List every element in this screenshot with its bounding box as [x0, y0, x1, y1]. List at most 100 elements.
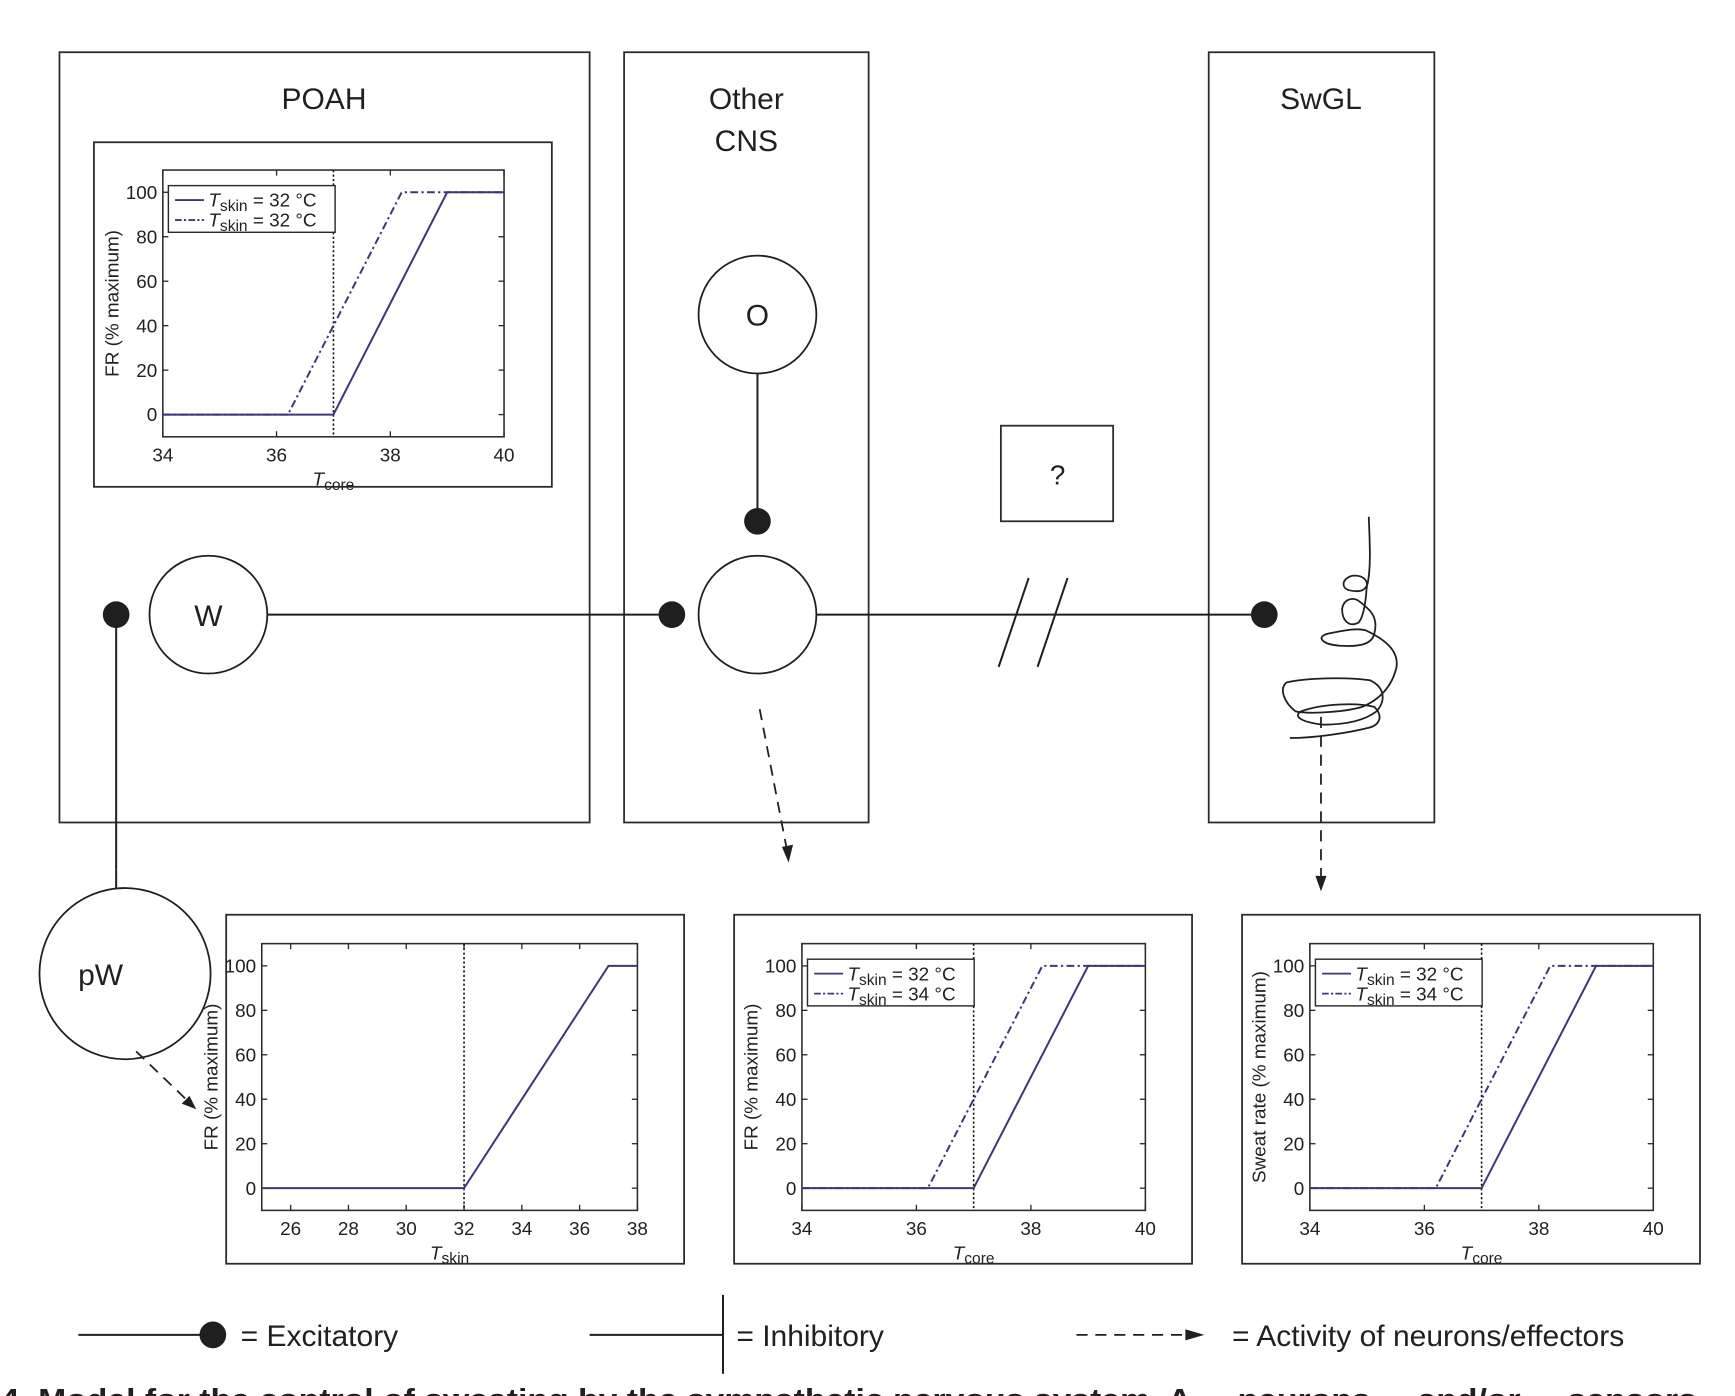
x-tick-label: 32	[454, 1219, 475, 1240]
excitatory-synapse-icon	[658, 601, 686, 628]
sweat-plot-frame	[1241, 913, 1701, 1265]
x-tick-label: 34	[152, 445, 173, 466]
other-cns-label-line2: CNS	[715, 125, 778, 158]
poah-plot-frame	[93, 141, 553, 488]
axis-break-mark	[997, 577, 1030, 668]
x-tick-label: 28	[338, 1219, 359, 1240]
series-line-dashdot	[801, 964, 1146, 1190]
y-axis-title: FR (% maximum)	[201, 1004, 222, 1151]
y-tick-label: 100	[765, 957, 797, 978]
y-tick-label: 40	[1283, 1090, 1304, 1111]
poah-label: POAH	[281, 83, 366, 116]
unknown-mediator-box	[999, 424, 1115, 523]
y-tick-label: 100	[1273, 957, 1305, 978]
x-tick-label: 36	[1414, 1219, 1435, 1240]
y-tick-label: 60	[1283, 1045, 1304, 1066]
y-tick-label: 80	[136, 227, 157, 248]
legend-entry: Tskin = 32 °C	[847, 964, 955, 988]
series-line-solid	[261, 964, 638, 1190]
x-tick-label: 38	[1528, 1219, 1549, 1240]
pw-neuron-label: pW	[78, 959, 124, 992]
x-tick-label: 30	[396, 1219, 417, 1240]
y-axis-title: FR (% maximum)	[741, 1004, 762, 1151]
legend-excitatory: = Excitatory	[78, 1320, 398, 1353]
axis-break-mark	[1036, 577, 1069, 668]
arrowhead-icon	[181, 1095, 197, 1110]
x-tick-label: 38	[1020, 1219, 1041, 1240]
x-tick-label: 34	[1299, 1219, 1320, 1240]
arrowhead-icon	[1315, 875, 1327, 892]
y-tick-label: 0	[1294, 1179, 1305, 1200]
y-tick-label: 60	[235, 1045, 256, 1066]
other-cns-label-line1: Other	[709, 83, 784, 116]
x-axis-title: Tcore	[1461, 1243, 1503, 1267]
x-axis-title: Tcore	[313, 470, 355, 494]
x-tick-label: 36	[266, 445, 287, 466]
y-tick-label: 40	[235, 1090, 256, 1111]
series-line-dashdot	[1309, 964, 1654, 1190]
cns-plot-frame	[733, 913, 1193, 1265]
y-tick-label: 80	[1283, 1001, 1304, 1022]
legend-inhibitory-label: = Inhibitory	[736, 1320, 884, 1353]
y-tick-label: 20	[136, 361, 157, 382]
x-tick-label: 36	[906, 1219, 927, 1240]
pw-activity-arrow	[135, 1050, 191, 1104]
cns-activity-arrow	[758, 708, 788, 848]
legend-inhibitory: = Inhibitory	[589, 1294, 884, 1374]
y-axis-title: Sweat rate (% maximum)	[1249, 971, 1270, 1183]
x-tick-label: 40	[1135, 1219, 1156, 1240]
x-tick-label: 34	[791, 1219, 812, 1240]
x-tick-label: 34	[511, 1219, 532, 1240]
y-tick-label: 60	[136, 272, 157, 293]
chart-legend	[167, 184, 336, 234]
y-tick-label: 40	[136, 316, 157, 337]
excitatory-synapse-icon	[744, 507, 771, 535]
legend-entry: Tskin = 32 °C	[208, 191, 316, 215]
x-axis-title: Tcore	[953, 1243, 995, 1267]
x-tick-label: 38	[627, 1219, 648, 1240]
excitatory-synapse-icon	[1250, 601, 1278, 628]
y-tick-label: 0	[147, 405, 158, 426]
poah-region	[58, 51, 591, 824]
x-tick-label: 40	[494, 445, 515, 466]
sweat-gland-icon	[1282, 516, 1398, 739]
pw-neuron[interactable]	[38, 887, 212, 1061]
legend-activity-label: = Activity of neurons/effectors	[1232, 1320, 1624, 1353]
legend-entry: Tskin = 32 °C	[208, 211, 316, 235]
series-line-dashdot	[162, 191, 505, 416]
plot-axes	[260, 942, 639, 1212]
y-tick-label: 80	[235, 1001, 256, 1022]
legend-entry: Tskin = 34 °C	[847, 984, 955, 1008]
arrowhead-icon	[1185, 1329, 1205, 1341]
y-tick-label: 40	[775, 1090, 796, 1111]
y-tick-label: 100	[126, 183, 158, 204]
chart-legend	[1314, 958, 1483, 1007]
x-tick-label: 40	[1643, 1219, 1664, 1240]
other-cns-region	[623, 51, 870, 824]
y-tick-label: 0	[246, 1179, 257, 1200]
chart-legend	[806, 958, 975, 1007]
pw-plot-frame	[225, 913, 685, 1265]
swgl-label: SwGL	[1280, 83, 1362, 116]
x-tick-label: 26	[280, 1219, 301, 1240]
figure-caption: 4. Model for the control of sweating by …	[1, 1383, 1735, 1396]
unknown-mediator-label: ?	[1050, 460, 1065, 491]
y-tick-label: 0	[786, 1179, 797, 1200]
legend-entry: Tskin = 32 °C	[1355, 964, 1463, 988]
x-tick-label: 38	[380, 445, 401, 466]
relay-neuron[interactable]	[697, 554, 818, 675]
y-tick-label: 60	[775, 1045, 796, 1066]
excitatory-synapse-icon	[102, 601, 130, 628]
w-neuron-label: W	[194, 600, 223, 633]
y-tick-label: 20	[775, 1134, 796, 1155]
excitatory-synapse-icon	[199, 1321, 227, 1349]
legend-activity: = Activity of neurons/effectors	[1076, 1320, 1624, 1353]
y-tick-label: 20	[1283, 1134, 1304, 1155]
y-tick-label: 80	[775, 1001, 796, 1022]
x-tick-label: 36	[569, 1219, 590, 1240]
